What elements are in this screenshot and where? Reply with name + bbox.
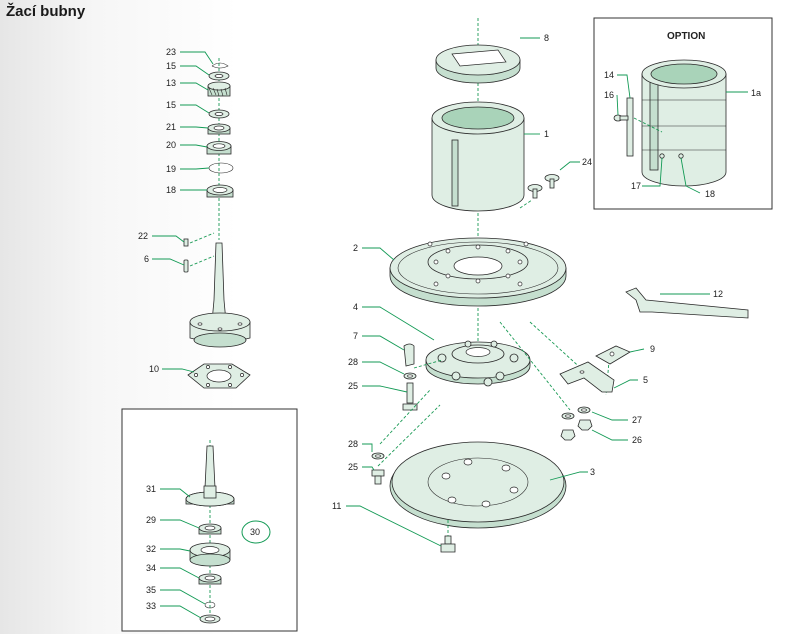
part-18-seal <box>206 184 234 198</box>
label-25: 25 <box>348 462 358 472</box>
part-26-nut <box>560 429 576 441</box>
label-30: 30 <box>250 527 260 537</box>
left-shaft-assembly <box>183 58 251 389</box>
inset-assembly <box>185 440 271 625</box>
part-12-wrench <box>625 287 749 319</box>
label-12: 12 <box>713 289 723 299</box>
label-11: 11 <box>332 501 341 511</box>
badge-30 <box>241 520 271 544</box>
label-16: 16 <box>604 90 614 100</box>
label-7: 7 <box>353 331 358 341</box>
part-33-seal <box>199 614 221 624</box>
part-17-rivet <box>659 153 665 159</box>
part-32-housing <box>189 542 231 567</box>
label-22: 22 <box>138 231 148 241</box>
drum-assembly <box>371 18 611 553</box>
part-8-cover <box>435 44 521 84</box>
label-34: 34 <box>146 563 156 573</box>
part-13-gear <box>207 81 231 97</box>
option-drum <box>613 59 727 187</box>
label-2: 2 <box>353 243 358 253</box>
label-8: 8 <box>544 33 549 43</box>
label-23: 23 <box>166 47 176 57</box>
label-26: 26 <box>632 435 642 445</box>
part-10-plate <box>187 363 251 389</box>
part-29-bearing <box>198 523 222 535</box>
part-3-skid <box>389 441 567 529</box>
label-10: 10 <box>149 364 159 374</box>
main-shaft <box>189 242 251 348</box>
label-13: 13 <box>166 78 176 88</box>
label-17: 17 <box>631 181 641 191</box>
part-11-bolt <box>440 535 456 553</box>
page-title: Žací bubny <box>6 3 86 20</box>
label-19: 19 <box>166 164 176 174</box>
label-25: 25 <box>348 381 358 391</box>
part-22-pin <box>183 238 189 247</box>
label-4: 4 <box>353 302 358 312</box>
label-1a: 1a <box>751 88 761 98</box>
part-34-bearing <box>198 573 222 585</box>
part-4-hub <box>425 340 531 387</box>
leader-lines <box>152 37 748 619</box>
label-28: 28 <box>348 439 358 449</box>
label-3: 3 <box>590 467 595 477</box>
label-18: 18 <box>166 185 176 195</box>
label-32: 32 <box>146 544 156 554</box>
part-20-bearing <box>206 141 232 155</box>
part-19-ring <box>208 162 234 174</box>
part-35-circlip <box>204 601 216 609</box>
label-5: 5 <box>643 375 648 385</box>
label-6: 6 <box>144 254 149 264</box>
part-2-disc <box>389 237 567 307</box>
part-5-bracket <box>559 361 615 393</box>
label-18: 18 <box>705 189 715 199</box>
part-25-bolt-lower <box>371 469 385 485</box>
label-31: 31 <box>146 484 156 494</box>
label-24: 24 <box>582 157 592 167</box>
label-27: 27 <box>632 415 642 425</box>
label-20: 20 <box>166 140 176 150</box>
part-labels: 23 15 13 15 21 20 19 18 22 6 10 8 1 24 2… <box>138 33 761 611</box>
part-1-drum <box>431 101 525 212</box>
part-23-circlip <box>211 62 229 69</box>
label-14: 14 <box>604 70 614 80</box>
part-16-bolt <box>613 114 629 122</box>
label-33: 33 <box>146 601 156 611</box>
label-28: 28 <box>348 357 358 367</box>
label-15: 15 <box>166 100 176 110</box>
part-14-strip <box>626 97 634 157</box>
label-29: 29 <box>146 515 156 525</box>
part-7-bracket <box>403 343 415 367</box>
label-15: 15 <box>166 61 176 71</box>
part-25-bolt-upper <box>402 382 418 411</box>
label-35: 35 <box>146 585 156 595</box>
option-title: OPTION <box>667 31 705 42</box>
part-24-bolts <box>527 174 560 199</box>
label-21: 21 <box>166 122 176 132</box>
part-31-shaft <box>204 445 216 489</box>
part-21-bearing <box>207 123 231 135</box>
label-9: 9 <box>650 344 655 354</box>
label-1: 1 <box>544 129 549 139</box>
right-parts <box>559 287 749 441</box>
part-6-key <box>183 259 189 273</box>
part-18-rivet <box>678 153 684 159</box>
